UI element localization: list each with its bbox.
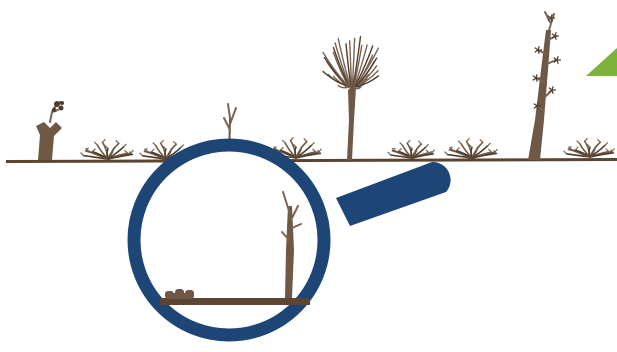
shrub-icon: [81, 139, 134, 159]
broken-stump: [36, 101, 64, 160]
magnifying-glass-icon: [134, 145, 324, 335]
shrub-icon: [564, 138, 615, 157]
magnifier-handle: [336, 162, 451, 226]
shrub-icon: [388, 140, 435, 158]
ground-line: [6, 158, 617, 163]
lens-ground: [160, 298, 310, 305]
tall-dead-tree: [528, 12, 561, 160]
bare-tree-round-canopy: [323, 37, 378, 160]
shrub-icon: [445, 138, 498, 158]
green-triangle-arrow-icon: [586, 48, 617, 76]
